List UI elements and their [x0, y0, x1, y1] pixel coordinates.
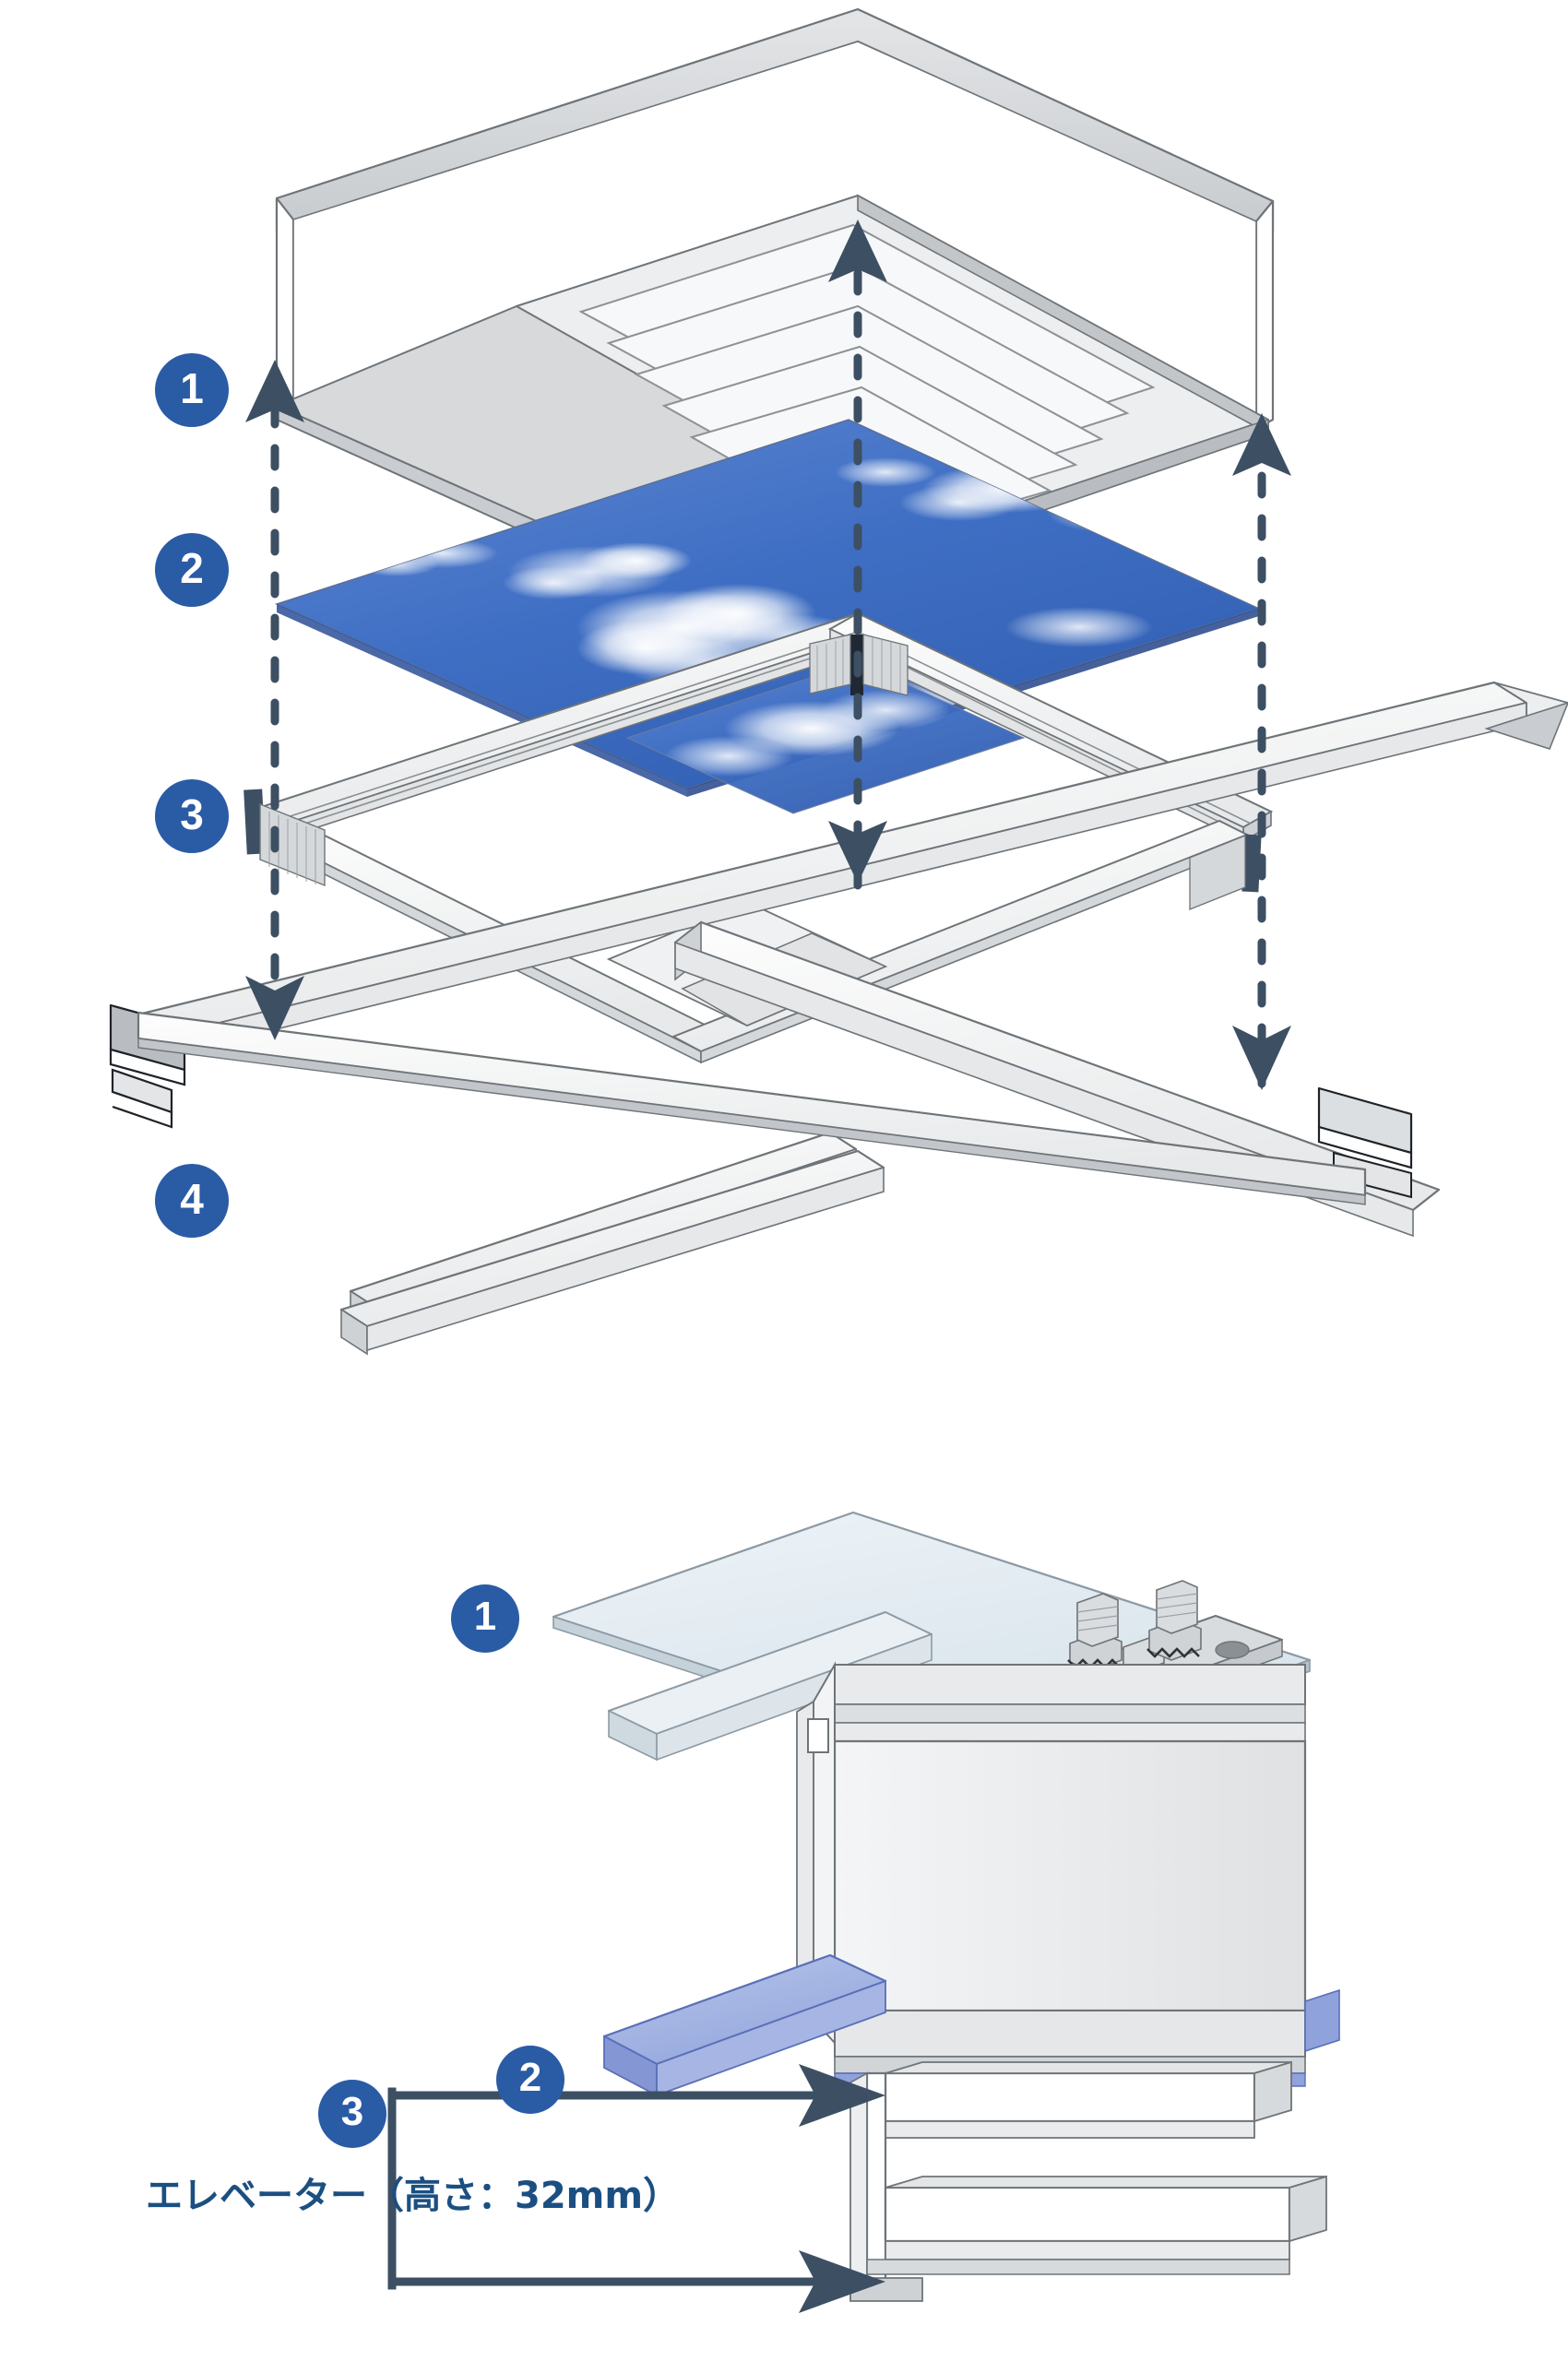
arrow-up-right: [1232, 413, 1291, 476]
arrow-down-right: [1232, 1026, 1291, 1090]
callout-badge-1-label: 1: [180, 364, 204, 412]
callout-badge-4[interactable]: 4: [155, 1164, 229, 1238]
arrow-up-center: [828, 219, 887, 282]
detail-badge-1-label: 1: [473, 1594, 497, 1639]
arrow-down-left: [245, 976, 304, 1040]
frame-clip-center: [809, 634, 909, 696]
bolt-1: [1067, 1593, 1123, 1672]
elevator-height-label: エレベーター（高さ：32mm）: [146, 2175, 681, 2217]
bolt-3: [1146, 1580, 1202, 1661]
callout-badge-3[interactable]: 3: [155, 779, 229, 853]
callout-badge-3-label: 3: [180, 790, 204, 838]
assembly-leader-lines: [270, 226, 1266, 1088]
interlock-detail: [807, 1718, 829, 1753]
elevator-extrusion-body: [796, 1661, 1307, 2074]
callout-badge-1[interactable]: 1: [155, 353, 229, 427]
elevator-dimension-bracket: [387, 2064, 885, 2313]
grid-main-runner-descending: [137, 1011, 1367, 1205]
detail-badge-2-label: 2: [518, 2055, 542, 2100]
callout-badge-4-label: 4: [180, 1175, 204, 1223]
wall-angle-right: [1317, 1086, 1413, 1199]
detail-badge-3-label: 3: [340, 2089, 364, 2134]
callout-badge-2[interactable]: 2: [155, 533, 229, 607]
grid-cross-tee-bottom: [339, 1149, 885, 1356]
dimension-arrow-bottom: [799, 2250, 885, 2313]
frame-clip-right: [1189, 834, 1262, 910]
elevator-profile-bottom: [849, 2060, 1327, 2302]
arrow-down-center: [828, 821, 887, 884]
detail-badge-3[interactable]: 3: [318, 2080, 386, 2148]
callout-badge-2-label: 2: [180, 544, 204, 592]
detail-badge-1[interactable]: 1: [451, 1584, 519, 1653]
assembly-arrowheads: [245, 219, 1291, 1090]
frame-clip-left: [244, 789, 326, 887]
bracket-hole: [1215, 1641, 1250, 1659]
detail-badge-2[interactable]: 2: [496, 2046, 564, 2114]
dimension-arrow-top: [799, 2064, 885, 2127]
arrow-up-left: [245, 360, 304, 422]
